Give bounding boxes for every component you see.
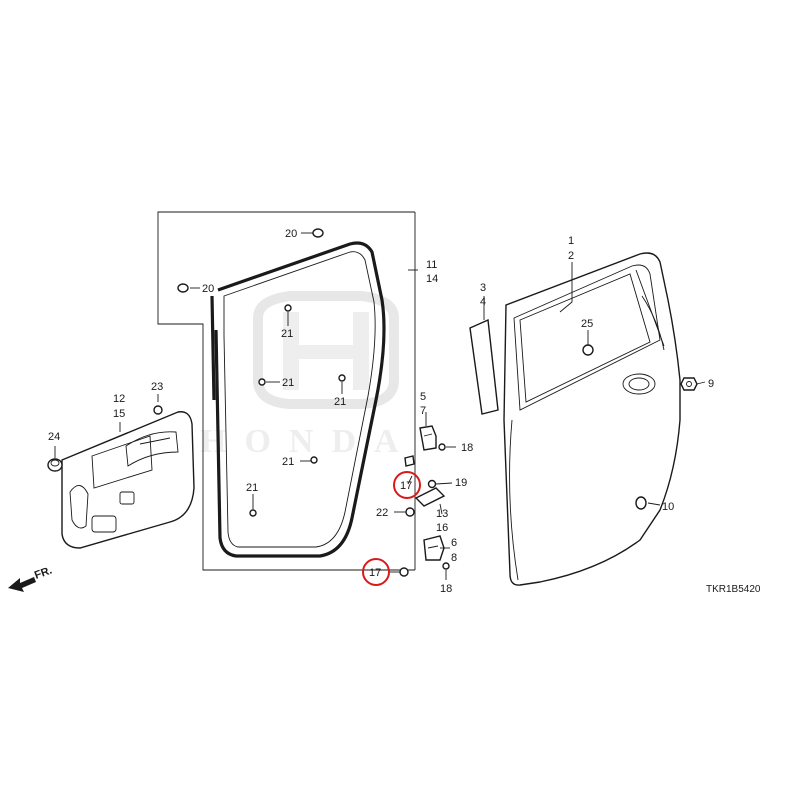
rear-door-panel <box>503 252 681 586</box>
door-weatherstrip <box>210 241 386 558</box>
callout-8[interactable]: 8 <box>451 552 457 564</box>
callout-1[interactable]: 1 <box>568 235 574 247</box>
callout-13[interactable]: 13 <box>436 508 448 520</box>
callout-21-d[interactable]: 21 <box>282 456 294 468</box>
door-lining <box>61 411 195 549</box>
grommet-parts <box>47 405 163 472</box>
callout-21-e[interactable]: 21 <box>246 482 258 494</box>
front-direction-arrow-icon: FR. <box>8 564 54 592</box>
callout-5[interactable]: 5 <box>420 391 426 403</box>
callout-19[interactable]: 19 <box>455 477 467 489</box>
clip-21-parts <box>249 304 346 517</box>
diagram-code: TKR1B5420 <box>706 584 761 595</box>
callout-11[interactable]: 11 <box>426 259 437 271</box>
hinge-parts <box>399 425 450 577</box>
callout-9[interactable]: 9 <box>708 378 714 390</box>
callout-6[interactable]: 6 <box>451 537 457 549</box>
callout-23[interactable]: 23 <box>151 381 163 393</box>
nut-9-part <box>680 377 698 391</box>
highlight-markers <box>362 471 421 586</box>
watermark-brand-text: HONDA <box>200 423 417 460</box>
callout-21-b[interactable]: 21 <box>282 377 294 389</box>
clip-20-parts <box>177 228 324 293</box>
leader-lines <box>54 232 706 580</box>
callout-2[interactable]: 2 <box>568 250 574 262</box>
callout-4[interactable]: 4 <box>480 296 486 308</box>
seal-bracket-box <box>157 211 416 571</box>
callout-15[interactable]: 15 <box>113 408 125 420</box>
callout-16[interactable]: 16 <box>436 522 448 534</box>
callout-17-upper[interactable]: 17 <box>400 480 412 492</box>
callout-18-upper[interactable]: 18 <box>461 442 473 454</box>
callout-3[interactable]: 3 <box>480 282 486 294</box>
callout-21-c[interactable]: 21 <box>334 396 346 408</box>
callout-12[interactable]: 12 <box>113 393 125 405</box>
callout-20-left[interactable]: 20 <box>202 283 214 295</box>
callout-18-lower[interactable]: 18 <box>440 583 452 595</box>
callout-14[interactable]: 14 <box>426 273 438 285</box>
callout-21-a[interactable]: 21 <box>281 328 293 340</box>
direction-label: FR. <box>33 564 54 581</box>
callout-10[interactable]: 10 <box>662 501 674 513</box>
callout-labels: 1 2 3 4 5 6 7 8 9 10 11 12 13 14 15 16 1… <box>48 228 714 595</box>
door-sash-tape <box>469 318 499 415</box>
callout-25[interactable]: 25 <box>581 318 593 330</box>
callout-22[interactable]: 22 <box>376 507 388 519</box>
callout-17-lower[interactable]: 17 <box>369 567 381 579</box>
callout-24[interactable]: 24 <box>48 431 60 443</box>
callout-7[interactable]: 7 <box>420 405 426 417</box>
callout-20-top[interactable]: 20 <box>285 228 297 240</box>
